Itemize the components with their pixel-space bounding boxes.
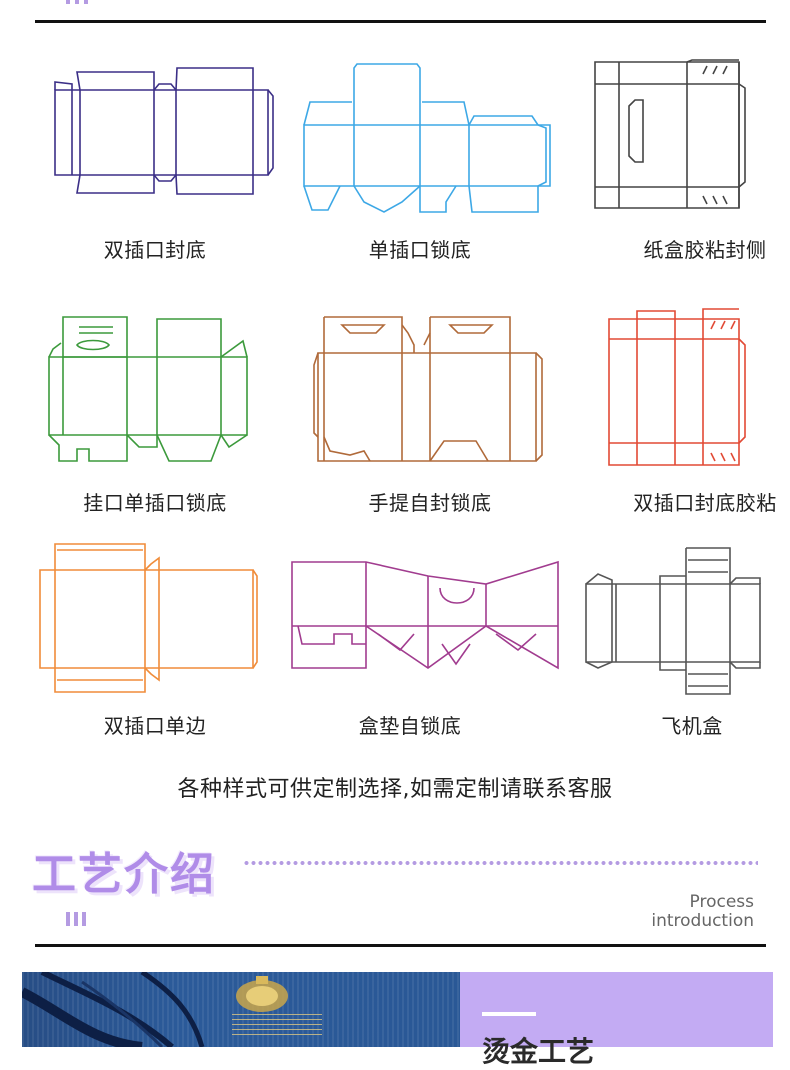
side-panel: 烫金工艺 (460, 972, 773, 1068)
box-style-card: 纸盒胶粘封侧 (585, 50, 790, 262)
gold-crest-icon (236, 976, 288, 1012)
panel-dash (482, 1012, 536, 1016)
section-title: 工艺介绍 (32, 849, 216, 900)
box-style-label: 飞机盒 (661, 714, 723, 738)
section-subtitle: Process introduction (651, 893, 754, 931)
dieline-handle-box-icon (313, 316, 543, 462)
dotted-divider (243, 861, 758, 865)
dieline-mailer-box-icon (585, 547, 761, 695)
box-style-label: 挂口单插口锁底 (83, 491, 227, 515)
box-style-label: 双插口单边 (103, 714, 207, 738)
box-style-card: 双插口单边 (35, 538, 275, 748)
box-style-label: 双插口封底胶粘 (633, 491, 777, 515)
section-divider (35, 944, 766, 947)
dieline-single-tuck-icon (303, 63, 551, 213)
hot-stamping-photo (22, 972, 460, 1047)
box-style-label: 盒垫自锁底 (358, 714, 462, 738)
dieline-hang-tab-icon (48, 316, 248, 462)
box-style-card: 双插口封底胶粘 (585, 305, 790, 515)
panel-title: 烫金工艺 (482, 1035, 595, 1068)
customization-note: 各种样式可供定制选择,如需定制请联系客服 (177, 777, 613, 802)
box-style-label: 单插口锁底 (368, 238, 472, 262)
gold-fine-print (232, 1014, 322, 1038)
box-style-label: 双插口封底 (103, 238, 207, 262)
box-style-card: 盒垫自锁底 (290, 538, 559, 748)
section-subtitle-line: introduction (651, 911, 754, 931)
dieline-double-tuck-icon (54, 67, 274, 195)
dieline-glued-double-tuck-icon (608, 308, 746, 466)
box-style-card: 双插口封底 (35, 50, 275, 262)
section-subtitle-line: Process (689, 892, 755, 912)
box-style-label: 手提自封锁底 (368, 491, 492, 515)
decorative-bars-top (66, 0, 96, 4)
box-style-card: 挂口单插口锁底 (35, 305, 275, 515)
box-style-card: 手提自封锁底 (310, 305, 550, 515)
dieline-pad-lock-icon (291, 560, 559, 670)
box-style-label: 纸盒胶粘封侧 (643, 238, 767, 262)
feather-pattern-icon (22, 972, 205, 1047)
dieline-glued-side-icon (594, 59, 746, 209)
box-style-card: 飞机盒 (572, 538, 790, 748)
dieline-single-side-icon (39, 543, 258, 693)
top-divider (35, 20, 766, 23)
box-style-card: 单插口锁底 (300, 50, 551, 262)
decorative-bars (66, 912, 90, 926)
